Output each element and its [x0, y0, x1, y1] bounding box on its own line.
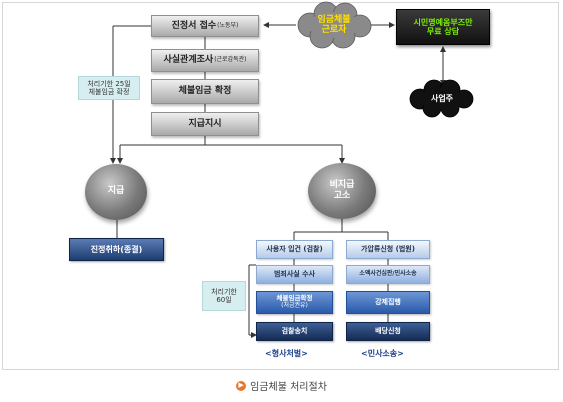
deadline-note-25days: 처리기한 25일 체불임금 확정 — [78, 76, 140, 100]
step-fact-investigation: 사실관계조사 (근로감독관) — [151, 49, 259, 72]
step-complaint-filing: 진정서 접수 (노동부) — [151, 15, 259, 37]
step-complaint-label: 진정서 접수 — [171, 20, 217, 31]
caption-text: 임금체불 처리절차 — [250, 382, 327, 393]
ombudsman-consultation-box: 시민명예옴부즈만 무료 상담 — [396, 9, 490, 45]
branch-paid-circle: 지급 — [85, 164, 147, 220]
civil-step3-label: 강제집행 — [375, 298, 401, 307]
deadline-note-line2: 체불임금 확정 — [88, 88, 130, 96]
step-payment-order-label: 지급지시 — [188, 118, 222, 129]
criminal-step-investigation: 범죄사실 수사 — [256, 265, 333, 284]
worker-cloud-line2: 근로자 — [321, 25, 347, 35]
criminal-step3-sub: (처금권유) — [281, 301, 308, 309]
step-confirmation-label: 체불임금 확정 — [178, 86, 232, 97]
civil-litigation-label: <민사소송> — [361, 349, 404, 358]
deadline-note-bottom-line2: 60일 — [216, 296, 232, 304]
consult-line1: 시민명예옴부즈만 — [413, 17, 473, 27]
branch-unpaid-circle: 비지급 고소 — [308, 163, 376, 219]
criminal-step-prosecution-referral: 검찰송치 — [256, 322, 333, 341]
worker-cloud-line1: 임금체불 — [317, 14, 351, 25]
branch-unpaid-line1: 비지급 — [329, 179, 355, 190]
consult-line2: 무료 상담 — [426, 27, 460, 36]
caption-arrow-icon: ▶ — [236, 380, 247, 391]
criminal-step3-label: 체불임금확정 — [276, 294, 313, 303]
criminal-step-wage-confirmation: 체불임금확정 (처금권유) — [256, 291, 333, 314]
branch-unpaid-line2: 고소 — [333, 191, 351, 201]
criminal-step-employer-booked: 사용자 입건 (검찰) — [256, 240, 333, 259]
complaint-withdrawal-box: 진정취하(종결) — [69, 238, 164, 261]
worker-cloud-label: 임금체불 근로자 — [300, 11, 368, 39]
civil-step-small-claims: 소액사건심판/민사소송 — [346, 265, 430, 284]
employer-cloud-label: 사업주 — [414, 90, 470, 108]
branch-paid-label: 지급 — [107, 186, 125, 197]
civil-step-provisional-seizure: 가압류신청 (법원) — [346, 240, 430, 259]
step-payment-order: 지급지시 — [151, 112, 259, 136]
civil-step-compulsory-execution: 강제집행 — [346, 291, 430, 314]
deadline-note-bottom-line1: 처리기한 — [211, 287, 237, 296]
figure-caption: ▶ 임금체불 처리절차 — [0, 378, 563, 393]
criminal-step4-label: 검찰송치 — [281, 327, 308, 336]
civil-step4-label: 배당신청 — [375, 327, 401, 336]
civil-step1-label: 가압류신청 (법원) — [361, 245, 415, 254]
criminal-step1-label: 사용자 입건 (검찰) — [266, 245, 323, 254]
step-investigation-sub: (근로감독관) — [214, 56, 247, 64]
criminal-punishment-label: <형사처벌> — [265, 349, 308, 358]
complaint-withdrawal-label: 진정취하(종결) — [90, 244, 143, 254]
civil-step2-label: 소액사건심판/민사소송 — [359, 270, 417, 278]
step-wage-confirmation: 체불임금 확정 — [151, 79, 259, 104]
deadline-note-line1: 처리기한 25일 — [87, 79, 131, 88]
criminal-step2-label: 범죄사실 수사 — [273, 270, 316, 279]
step-investigation-label: 사실관계조사 — [163, 55, 214, 66]
step-complaint-sub: (노동부) — [217, 21, 239, 29]
deadline-note-60days: 처리기한 60일 — [202, 281, 246, 311]
civil-step-dividend-request: 배당신청 — [346, 322, 430, 341]
employer-cloud-text: 사업주 — [430, 94, 454, 104]
